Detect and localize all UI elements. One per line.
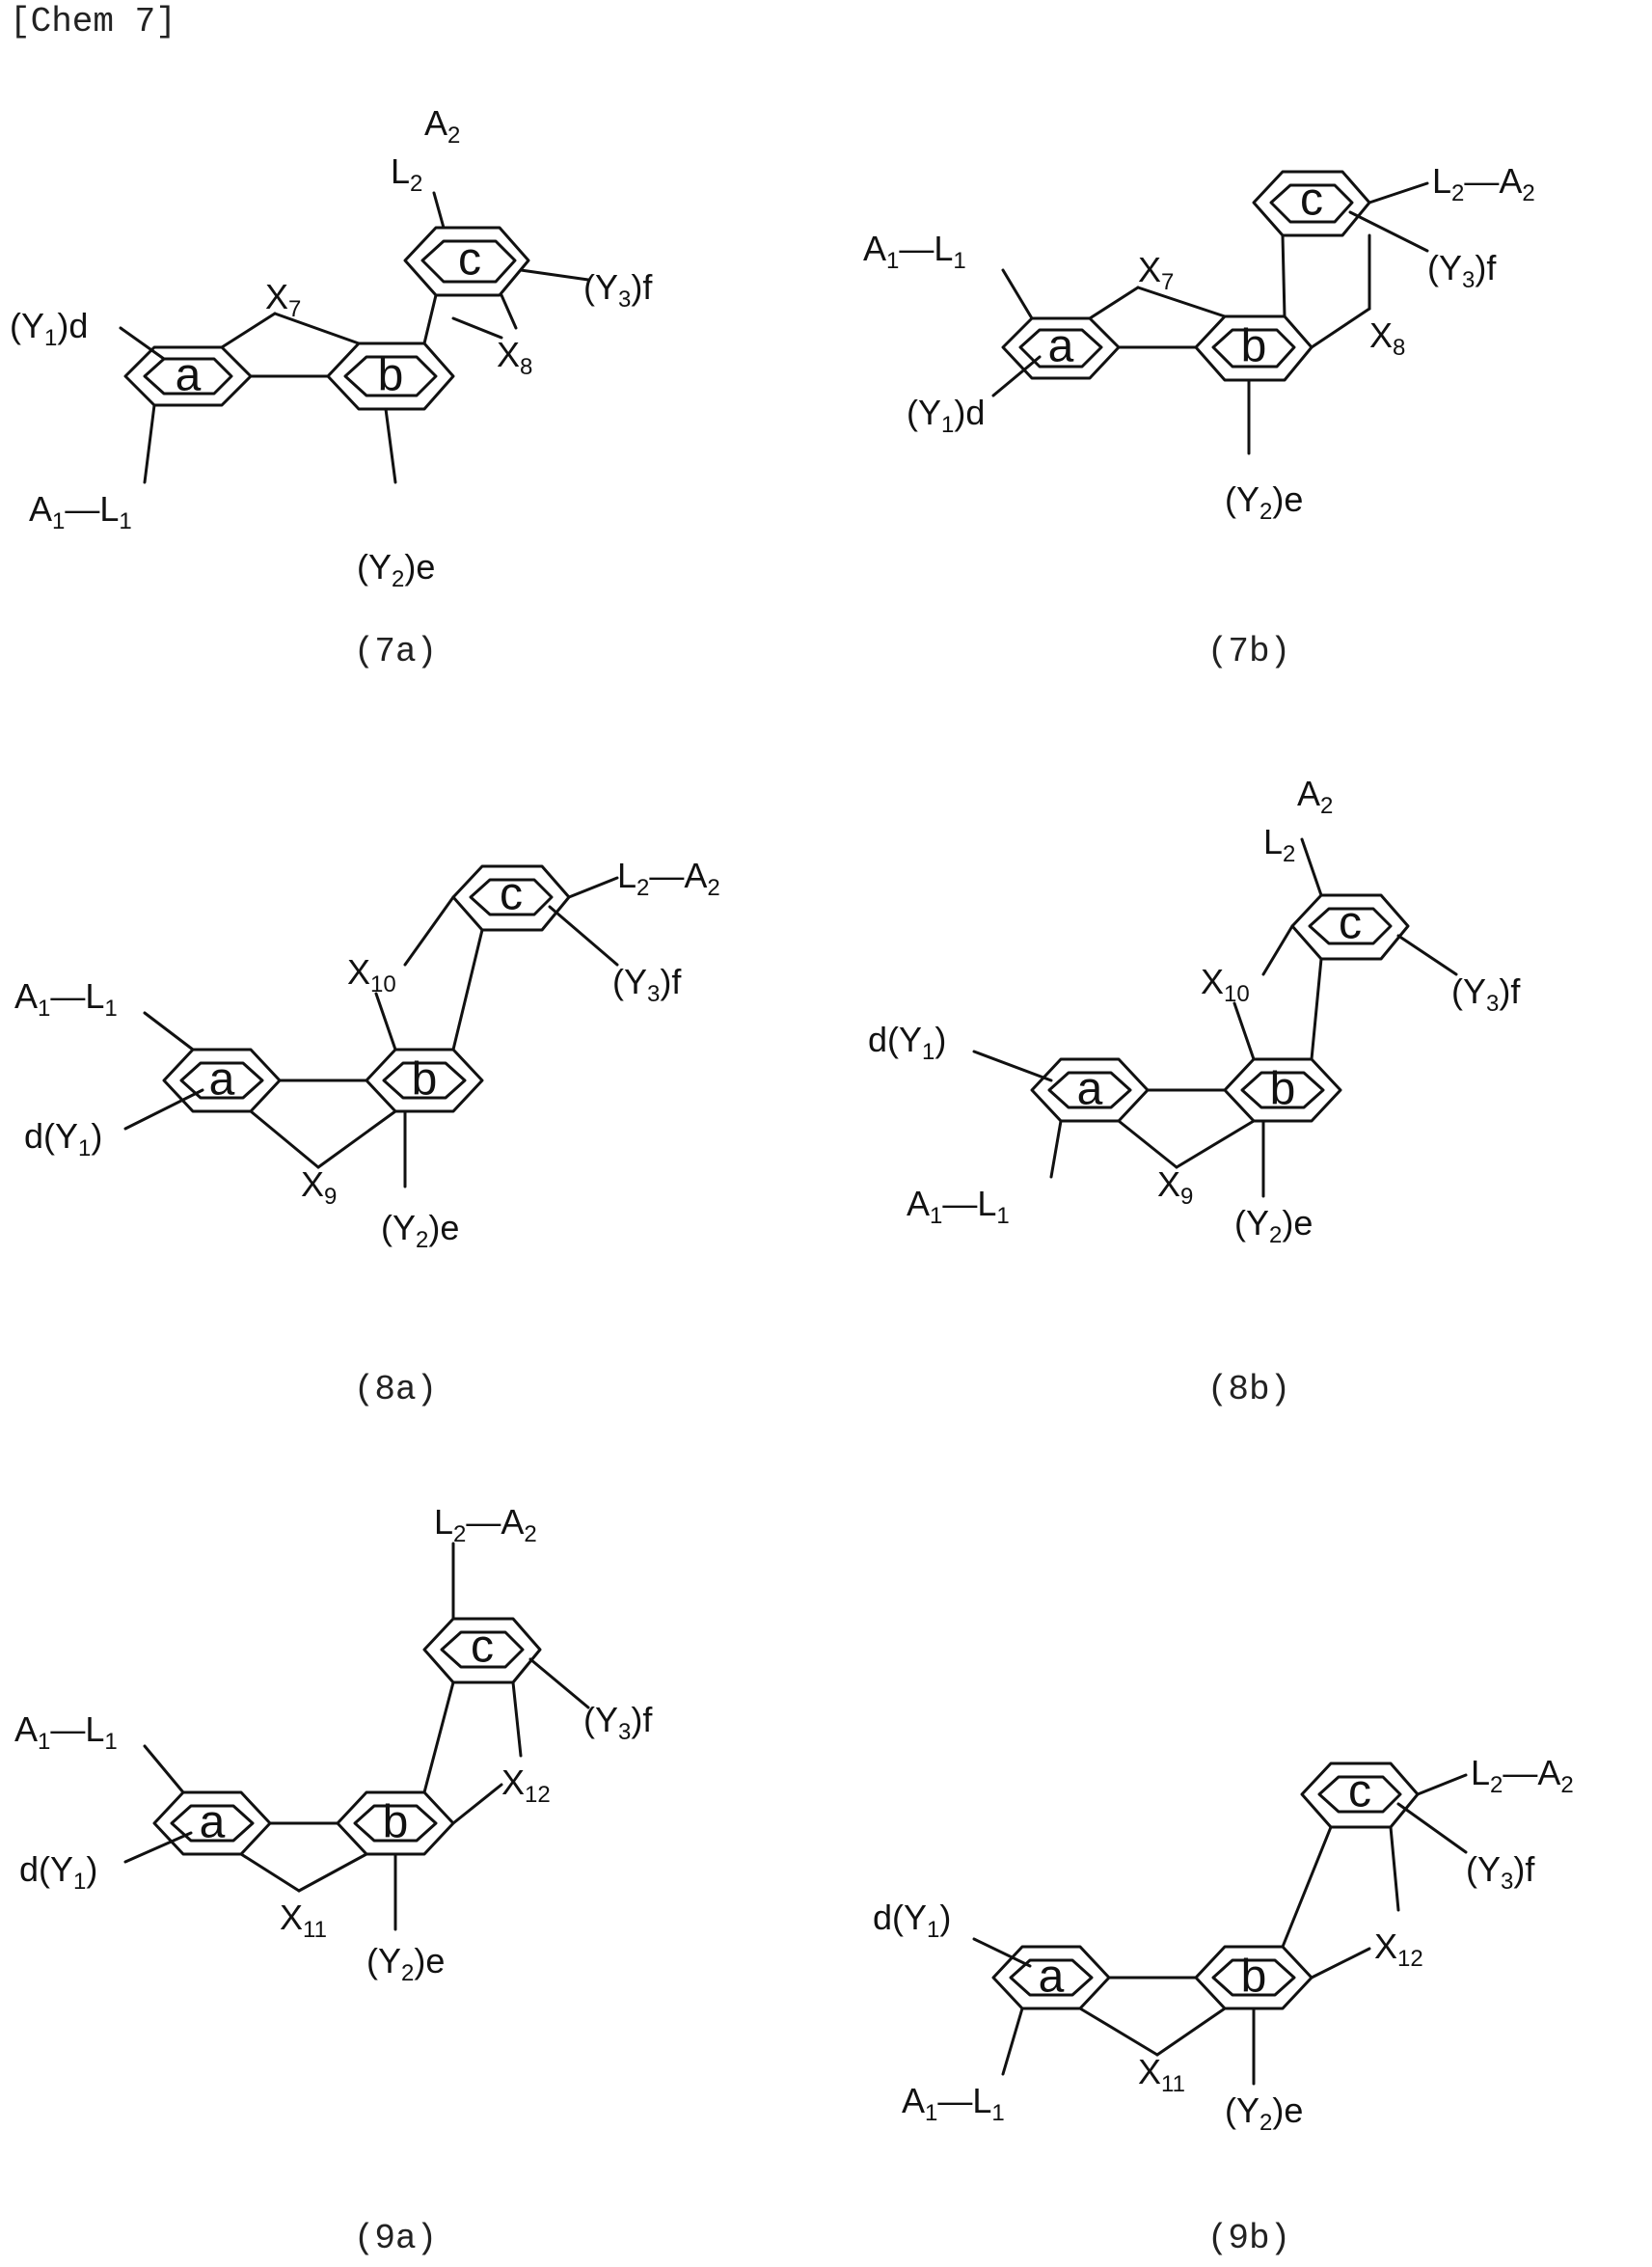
svg-text:(Y1)d: (Y1)d [10,306,88,351]
svg-text:X12: X12 [1374,1926,1423,1972]
ring-a-label: a [1077,1064,1103,1115]
svg-text:(Y3)f: (Y3)f [1466,1849,1535,1895]
ring-c-label: c [1339,898,1362,949]
svg-text:L2: L2 [391,151,422,197]
svg-text:d(Y1): d(Y1) [873,1898,951,1943]
structure-9a: a b c L2—A2 A1—L1 (Y3)f X12 d(Y1) X11 (Y… [0,1476,772,2035]
svg-text:X8: X8 [497,335,532,380]
svg-text:d(Y1): d(Y1) [19,1849,97,1895]
ring-c-label: c [1348,1766,1371,1817]
svg-text:(Y2)e: (Y2)e [1234,1203,1313,1248]
svg-text:A2: A2 [1297,774,1333,819]
svg-text:(Y3)f: (Y3)f [583,267,653,313]
svg-text:A1—L1: A1—L1 [907,1184,1010,1229]
svg-text:X9: X9 [1157,1164,1193,1210]
svg-text:L2—A2: L2—A2 [617,856,720,901]
svg-text:d(Y1): d(Y1) [24,1116,102,1161]
svg-text:(Y3)f: (Y3)f [612,962,682,1007]
ring-c-label: c [458,234,481,286]
svg-text:(Y2)e: (Y2)e [381,1208,459,1253]
svg-text:X8: X8 [1369,315,1405,361]
ring-a-label: a [1039,1952,1065,2003]
ring-b-label: b [1241,1952,1267,2003]
svg-text:A1—L1: A1—L1 [902,2081,1005,2126]
svg-text:X11: X11 [280,1898,327,1943]
svg-text:(Y2)e: (Y2)e [1225,2090,1303,2136]
ring-b-label: b [1270,1064,1296,1115]
svg-text:X11: X11 [1138,2052,1185,2097]
svg-text:X12: X12 [501,1762,551,1808]
ring-a-label: a [209,1054,235,1106]
svg-text:L2—A2: L2—A2 [1471,1753,1574,1798]
ring-b-label: b [378,350,404,401]
caption-7b: (7b) [1104,632,1394,671]
ring-a-label: a [200,1797,226,1848]
svg-text:(Y2)e: (Y2)e [1225,479,1303,525]
ring-c-label: c [500,869,523,920]
ring-a-label: a [1048,321,1074,372]
svg-text:(Y2)e: (Y2)e [357,547,435,592]
structure-7b: a b c A1—L1 X7 X8 L2—A2 (Y3)f (Y1)d (Y2)… [849,58,1620,617]
structure-7a: a b c (Y1)d X7 X8 (Y3)f (Y2)e A1—L1 A2 L… [0,58,772,617]
svg-text:A1—L1: A1—L1 [14,976,118,1022]
svg-text:X10: X10 [1201,962,1250,1007]
svg-text:L2—A2: L2—A2 [1432,161,1535,206]
ring-c-label: c [1300,175,1323,226]
svg-text:L2—A2: L2—A2 [434,1502,537,1547]
ring-b-label: b [1241,321,1267,372]
chem-header: [Chem 7] [10,2,176,41]
svg-text:A1—L1: A1—L1 [14,1709,118,1755]
svg-text:X9: X9 [301,1164,337,1210]
svg-text:(Y1)d: (Y1)d [907,393,985,438]
caption-9a: (9a) [251,2219,540,2258]
svg-text:X7: X7 [265,277,301,322]
svg-text:(Y2)e: (Y2)e [366,1941,445,1986]
ring-a-label: a [176,350,202,401]
svg-text:(Y3)f: (Y3)f [1451,971,1521,1017]
svg-text:X10: X10 [347,952,396,997]
structure-8a: a b c A1—L1 X10 L2—A2 (Y3)f d(Y1) X9 (Y2… [0,801,772,1341]
ring-c-label: c [471,1622,494,1673]
ring-b-label: b [412,1054,438,1106]
svg-text:A1—L1: A1—L1 [863,229,966,274]
svg-text:A1—L1: A1—L1 [29,489,132,534]
svg-text:A2: A2 [424,103,460,149]
caption-8a: (8a) [251,1370,540,1409]
svg-text:X7: X7 [1138,250,1174,295]
caption-7a: (7a) [251,632,540,671]
svg-text:L2: L2 [1263,822,1295,867]
svg-text:(Y3)f: (Y3)f [1427,248,1497,293]
ring-b-label: b [383,1797,409,1848]
caption-8b: (8b) [1104,1370,1394,1409]
structure-9b: a b c L2—A2 (Y3)f d(Y1) X12 A1—L1 X11 (Y… [849,1707,1620,2190]
svg-text:d(Y1): d(Y1) [868,1020,946,1065]
caption-9b: (9b) [1104,2219,1394,2258]
svg-text:(Y3)f: (Y3)f [583,1700,653,1745]
structure-8b: a b c A2 L2 X10 (Y3)f d(Y1) A1—L1 X9 (Y2… [849,762,1620,1341]
